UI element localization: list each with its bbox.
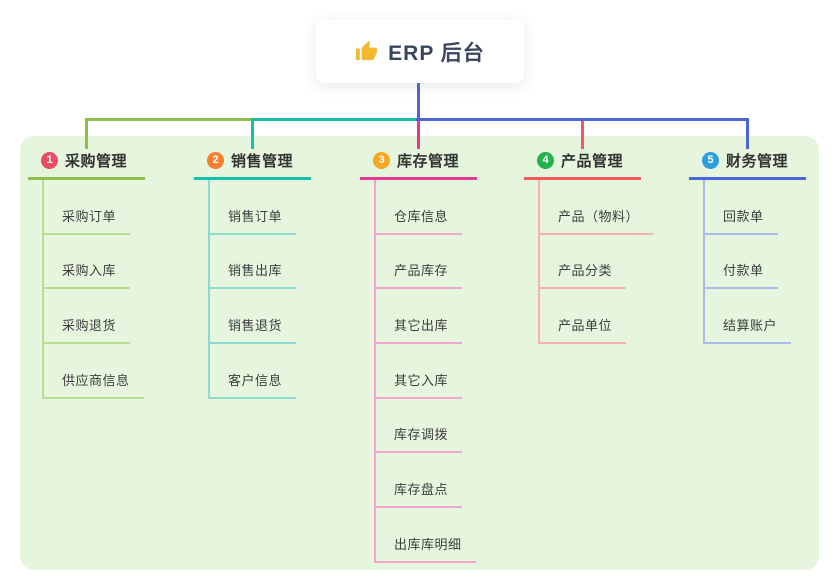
branch-title: 库存管理 xyxy=(397,152,460,170)
branch-finance: 5 财务管理 回款单 付款单 结算账户 xyxy=(689,146,807,345)
mindmap-node: 付款单 xyxy=(705,235,807,290)
branch-number-badge: 4 xyxy=(537,151,554,169)
node-label[interactable]: 采购订单 xyxy=(44,206,131,235)
branch-sales-header[interactable]: 2 销售管理 xyxy=(194,146,312,174)
branch-number-badge: 5 xyxy=(702,151,719,169)
branch-purchase: 1 采购管理 采购订单 采购入库 采购退货 供应商信息 xyxy=(28,146,146,399)
mindmap-node: 回款单 xyxy=(705,180,807,235)
mindmap-node: 库存盘点 xyxy=(376,453,478,509)
mindmap-node: 其它入库 xyxy=(376,344,478,399)
branch-purchase-header[interactable]: 1 采购管理 xyxy=(28,146,146,174)
mindmap-node: 采购订单 xyxy=(44,180,146,235)
branch-underline xyxy=(524,177,641,180)
mindmap-node: 产品（物料） xyxy=(540,180,654,235)
node-label[interactable]: 付款单 xyxy=(705,260,778,290)
mindmap-node: 采购入库 xyxy=(44,235,146,290)
connector-drop-sales xyxy=(251,118,254,149)
root-node[interactable]: ERP 后台 xyxy=(316,20,524,83)
root-node-label: ERP 后台 xyxy=(388,41,485,65)
mindmap-node: 销售退货 xyxy=(210,289,312,345)
branch-number-badge: 1 xyxy=(41,151,58,169)
mindmap-node: 库存调拨 xyxy=(376,399,478,454)
node-label[interactable]: 采购退货 xyxy=(44,315,131,345)
branch-children: 仓库信息 产品库存 其它出库 其它入库 库存调拨 库存盘点 出库库明细 xyxy=(374,180,478,563)
connector-root-vertical xyxy=(417,83,420,118)
node-label[interactable]: 供应商信息 xyxy=(44,370,144,399)
node-label[interactable]: 回款单 xyxy=(705,206,778,235)
node-label[interactable]: 其它入库 xyxy=(376,370,463,399)
branch-children: 销售订单 销售出库 销售退货 客户信息 xyxy=(208,180,312,399)
branch-title: 销售管理 xyxy=(231,152,294,170)
branch-title: 财务管理 xyxy=(726,152,789,170)
mindmap-node: 出库库明细 xyxy=(376,508,478,563)
node-label[interactable]: 其它出库 xyxy=(376,315,463,345)
branch-number-badge: 3 xyxy=(373,151,390,169)
mindmap-node: 结算账户 xyxy=(705,289,807,345)
node-label[interactable]: 销售出库 xyxy=(210,260,297,290)
node-label[interactable]: 销售订单 xyxy=(210,206,297,235)
mindmap-node: 销售订单 xyxy=(210,180,312,235)
branch-underline xyxy=(689,177,806,180)
branch-underline xyxy=(194,177,311,180)
connector-drop-inventory xyxy=(417,121,420,149)
node-label[interactable]: 客户信息 xyxy=(210,370,297,399)
branch-sales: 2 销售管理 销售订单 销售出库 销售退货 客户信息 xyxy=(194,146,312,399)
branch-children: 采购订单 采购入库 采购退货 供应商信息 xyxy=(42,180,146,399)
branches-background-panel xyxy=(20,136,819,570)
node-label[interactable]: 产品分类 xyxy=(540,260,627,290)
branch-underline xyxy=(28,177,145,180)
branch-inventory: 3 库存管理 仓库信息 产品库存 其它出库 其它入库 库存调拨 库存盘点 出库库… xyxy=(360,146,478,563)
node-label[interactable]: 库存调拨 xyxy=(376,424,463,454)
mindmap-node: 产品分类 xyxy=(540,235,642,290)
mindmap-node: 客户信息 xyxy=(210,344,312,399)
mindmap-node: 销售出库 xyxy=(210,235,312,290)
mindmap-node: 产品库存 xyxy=(376,235,478,290)
branch-inventory-header[interactable]: 3 库存管理 xyxy=(360,146,478,174)
mindmap-node: 供应商信息 xyxy=(44,344,146,399)
mindmap-node: 采购退货 xyxy=(44,289,146,345)
connector-drop-finance xyxy=(746,118,749,149)
node-label[interactable]: 仓库信息 xyxy=(376,206,463,235)
branch-finance-header[interactable]: 5 财务管理 xyxy=(689,146,807,174)
node-label[interactable]: 采购入库 xyxy=(44,260,131,290)
node-label[interactable]: 结算账户 xyxy=(705,315,792,345)
branch-children: 回款单 付款单 结算账户 xyxy=(703,180,807,345)
mindmap-node: 其它出库 xyxy=(376,289,478,345)
mindmap-node: 产品单位 xyxy=(540,289,642,345)
node-label[interactable]: 库存盘点 xyxy=(376,479,463,509)
thumbs-up-icon xyxy=(355,40,378,63)
node-label[interactable]: 产品库存 xyxy=(376,260,463,290)
node-label[interactable]: 出库库明细 xyxy=(376,534,476,563)
mindmap-node: 仓库信息 xyxy=(376,180,478,235)
connector-drop-purchase xyxy=(85,118,88,149)
node-label[interactable]: 销售退货 xyxy=(210,315,297,345)
branch-underline xyxy=(360,177,477,180)
branch-number-badge: 2 xyxy=(207,151,224,169)
connector-drop-product xyxy=(581,121,584,149)
connector-trunk-teal xyxy=(251,118,419,121)
node-label[interactable]: 产品单位 xyxy=(540,315,627,345)
connector-trunk-blue xyxy=(416,118,749,121)
connector-trunk-green xyxy=(85,118,253,121)
branch-children: 产品（物料） 产品分类 产品单位 xyxy=(538,180,654,345)
branch-product: 4 产品管理 产品（物料） 产品分类 产品单位 xyxy=(524,146,654,345)
branch-title: 产品管理 xyxy=(561,152,624,170)
branch-product-header[interactable]: 4 产品管理 xyxy=(524,146,642,174)
node-label[interactable]: 产品（物料） xyxy=(540,206,654,235)
branch-title: 采购管理 xyxy=(65,152,128,170)
